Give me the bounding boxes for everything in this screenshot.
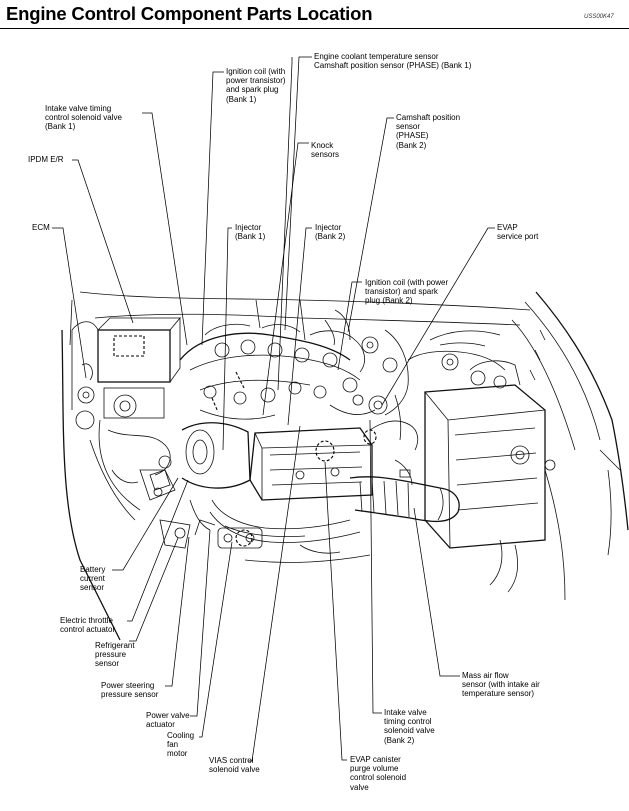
label-power-steering-sensor: Power steering pressure sensor (101, 681, 159, 700)
figure-code: USS00K47 (584, 14, 614, 20)
label-injector-bank1: Injector (Bank 1) (235, 223, 266, 242)
label-ecm: ECM (32, 223, 50, 232)
label-refrigerant-pressure-sensor: Refrigerant pressure sensor (95, 641, 135, 669)
label-mass-air-flow-sensor: Mass air flow sensor (with intake air te… (462, 671, 540, 699)
label-coolant-temp-camshaft-bank1: Engine coolant temperature sensor Camsha… (314, 52, 472, 71)
label-intake-valve-timing-bank2: Intake valve timing control solenoid val… (384, 708, 435, 745)
label-camshaft-sensor-bank2: Camshaft position sensor (PHASE) (Bank 2… (396, 113, 461, 150)
leader-lines (52, 56, 495, 762)
label-cooling-fan-motor: Cooling fan motor (167, 731, 195, 759)
label-power-valve-actuator: Power valve actuator (146, 711, 190, 730)
page-title: Engine Control Component Parts Location (6, 3, 373, 24)
label-evap-canister-purge-valve: EVAP canister purge volume control solen… (350, 755, 407, 792)
label-injector-bank2: Injector (Bank 2) (315, 223, 346, 242)
engine-bay-illustration (61, 291, 629, 641)
label-ignition-coil-bank1: Ignition coil (with power transistor) an… (226, 67, 286, 104)
label-ignition-coil-bank2: Ignition coil (with power transistor) an… (365, 278, 449, 306)
label-intake-valve-timing-bank1: Intake valve timing control solenoid val… (45, 104, 122, 132)
label-evap-service-port: EVAP service port (497, 223, 539, 242)
label-knock-sensors: Knock sensors (311, 141, 340, 160)
label-ipdm-er: IPDM E/R (28, 155, 64, 164)
label-battery-current-sensor: Battery current sensor (80, 565, 106, 593)
label-electric-throttle-actuator: Electric throttle control actuator (60, 616, 116, 635)
title-underline (0, 28, 629, 29)
label-vias-control-valve: VIAS control solenoid valve (209, 756, 260, 775)
